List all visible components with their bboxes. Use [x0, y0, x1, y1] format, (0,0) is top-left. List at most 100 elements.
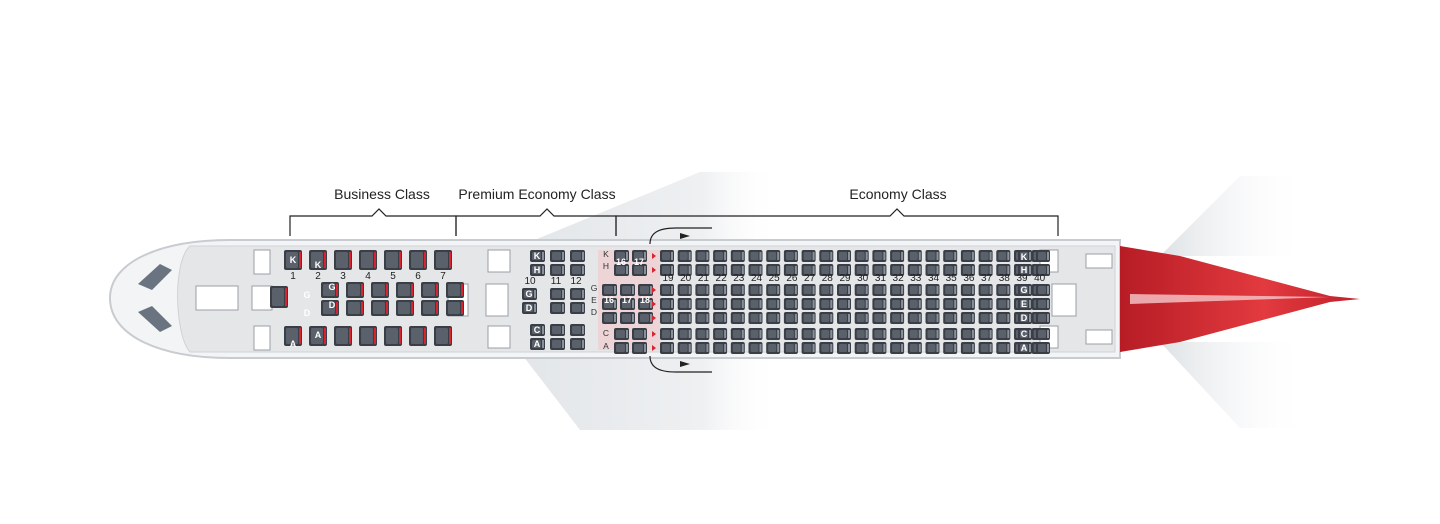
economy-seat-28-E[interactable] [819, 298, 834, 310]
business-seat-6-bottom[interactable] [409, 326, 427, 346]
economy-seat-29-A[interactable] [837, 342, 851, 354]
economy-seat-26-G[interactable] [783, 284, 798, 296]
economy-seat-37-C[interactable] [978, 328, 993, 340]
economy-seat-26-D[interactable] [783, 312, 798, 324]
economy-seat-21-E[interactable] [695, 298, 710, 310]
economy-seat-26-A[interactable] [783, 342, 798, 354]
economy-seat-23-G[interactable] [730, 284, 745, 296]
economy-seat-20-E[interactable] [677, 298, 692, 310]
economy-seat-25-D[interactable] [766, 312, 781, 324]
economy-seat-34-G[interactable] [925, 284, 940, 296]
economy-seat-aft-1-top-1[interactable] [1036, 264, 1050, 276]
economy-seat-37-K[interactable] [978, 250, 993, 262]
business-seat-1-top[interactable] [284, 250, 302, 270]
economy-seat-29-K[interactable] [837, 250, 851, 262]
premium-seat-12-A[interactable] [570, 338, 585, 350]
economy-seat-27-H[interactable] [801, 264, 816, 276]
economy-seat-26-C[interactable] [783, 328, 798, 340]
economy-seat-29-H[interactable] [837, 264, 851, 276]
economy-seat-16-H[interactable] [614, 264, 629, 276]
economy-seat-29-D[interactable] [837, 312, 851, 324]
economy-seat-17-H[interactable] [632, 264, 647, 276]
economy-seat-21-G[interactable] [695, 284, 710, 296]
economy-seat-17-A[interactable] [632, 342, 647, 354]
economy-seat-30-A[interactable] [854, 342, 869, 354]
premium-seat-11-G[interactable] [550, 288, 565, 300]
economy-seat-36-E[interactable] [960, 298, 975, 310]
economy-seat-34-D[interactable] [925, 312, 940, 324]
business-seat-6-top[interactable] [409, 250, 427, 270]
economy-seat-38-A[interactable] [996, 342, 1011, 354]
economy-seat-18-E[interactable] [638, 298, 653, 310]
economy-seat-23-E[interactable] [730, 298, 745, 310]
economy-seat-27-A[interactable] [801, 342, 816, 354]
economy-seat-23-A[interactable] [730, 342, 745, 354]
economy-seat-24-H[interactable] [748, 264, 763, 276]
economy-seat-37-G[interactable] [978, 284, 993, 296]
economy-seat-32-H[interactable] [890, 264, 905, 276]
economy-seat-33-H[interactable] [907, 264, 922, 276]
business-seat-1-bottom[interactable] [284, 326, 302, 346]
economy-seat-33-C[interactable] [907, 328, 922, 340]
economy-seat-21-K[interactable] [695, 250, 710, 262]
economy-seat-38-K[interactable] [996, 250, 1011, 262]
economy-seat-27-C[interactable] [801, 328, 816, 340]
economy-seat-28-A[interactable] [819, 342, 834, 354]
business-seat-7-center-lower[interactable] [446, 300, 464, 316]
economy-seat-35-E[interactable] [943, 298, 958, 310]
economy-seat-32-G[interactable] [890, 284, 905, 296]
economy-seat-16-A[interactable] [614, 342, 629, 354]
economy-seat-20-D[interactable] [677, 312, 692, 324]
premium-seat-10-H[interactable] [530, 264, 545, 276]
business-seat-3-center-lower[interactable] [346, 300, 364, 316]
economy-seat-38-G[interactable] [996, 284, 1011, 296]
premium-seat-10-C[interactable] [530, 324, 545, 336]
business-seat-3-bottom[interactable] [334, 326, 352, 346]
economy-seat-22-E[interactable] [713, 298, 728, 310]
premium-seat-12-G[interactable] [570, 288, 585, 300]
economy-seat-35-A[interactable] [943, 342, 958, 354]
economy-seat-25-G[interactable] [766, 284, 781, 296]
economy-seat-21-D[interactable] [695, 312, 710, 324]
economy-seat-17-E[interactable] [620, 298, 635, 310]
premium-seat-12-C[interactable] [570, 324, 585, 336]
business-seat-4-center-upper[interactable] [371, 282, 389, 298]
economy-seat-30-D[interactable] [854, 312, 869, 324]
economy-seat-20-K[interactable] [677, 250, 692, 262]
economy-seat-37-E[interactable] [978, 298, 993, 310]
economy-seat-30-E[interactable] [854, 298, 869, 310]
economy-seat-33-E[interactable] [907, 298, 922, 310]
economy-seat-25-H[interactable] [766, 264, 781, 276]
economy-seat-34-K[interactable] [925, 250, 940, 262]
economy-seat-16-G[interactable] [602, 284, 617, 296]
economy-seat-27-K[interactable] [801, 250, 816, 262]
premium-seat-12-D[interactable] [570, 302, 585, 314]
business-seat-5-center-upper[interactable] [396, 282, 414, 298]
economy-seat-18-D[interactable] [638, 312, 653, 324]
economy-seat-22-A[interactable] [713, 342, 728, 354]
economy-seat-aft-0-top-1[interactable] [1018, 264, 1032, 276]
business-seat-2-center-lower[interactable] [321, 300, 339, 316]
economy-seat-24-G[interactable] [748, 284, 763, 296]
economy-seat-24-E[interactable] [748, 298, 763, 310]
economy-seat-aft-1-bot-1[interactable] [1036, 342, 1050, 354]
economy-seat-23-H[interactable] [730, 264, 745, 276]
premium-seat-11-K[interactable] [550, 250, 565, 262]
economy-seat-22-G[interactable] [713, 284, 728, 296]
economy-seat-29-E[interactable] [837, 298, 851, 310]
economy-seat-33-D[interactable] [907, 312, 922, 324]
premium-seat-10-G[interactable] [522, 288, 537, 300]
economy-seat-31-K[interactable] [872, 250, 887, 262]
economy-seat-30-K[interactable] [854, 250, 869, 262]
economy-seat-35-H[interactable] [943, 264, 958, 276]
economy-seat-23-K[interactable] [730, 250, 745, 262]
economy-seat-26-H[interactable] [783, 264, 798, 276]
economy-seat-36-G[interactable] [960, 284, 975, 296]
economy-seat-19-E[interactable] [660, 298, 674, 310]
economy-seat-23-C[interactable] [730, 328, 745, 340]
economy-seat-28-D[interactable] [819, 312, 834, 324]
economy-seat-30-C[interactable] [854, 328, 869, 340]
economy-seat-21-H[interactable] [695, 264, 710, 276]
economy-seat-27-D[interactable] [801, 312, 816, 324]
economy-seat-19-G[interactable] [660, 284, 674, 296]
